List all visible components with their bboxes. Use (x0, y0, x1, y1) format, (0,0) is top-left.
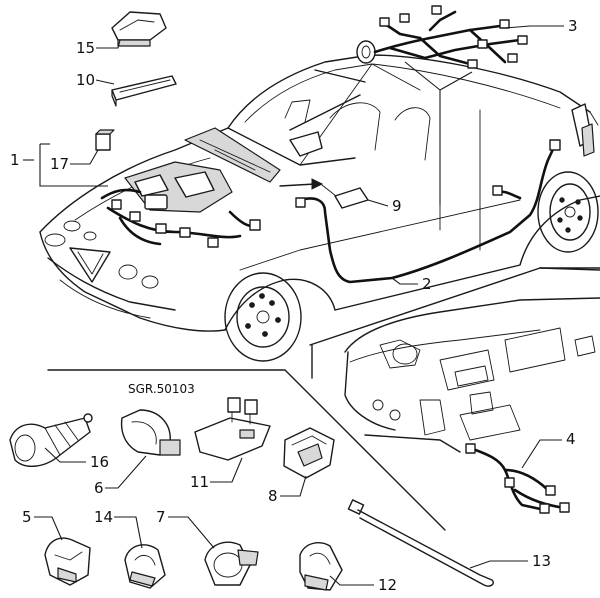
callout-labels: 15 10 17 1 3 9 2 4 16 6 11 8 5 14 7 12 1… (10, 17, 578, 594)
callout-1: 1 (10, 151, 20, 169)
engine-bay-harness (100, 127, 281, 248)
harness-3 (356, 5, 528, 69)
part-10-strip (111, 75, 177, 107)
callout-8: 8 (268, 487, 278, 505)
callout-14: 14 (94, 508, 113, 526)
callout-10: 10 (76, 71, 95, 89)
callout-7: 7 (156, 508, 166, 526)
part-15-bracket (111, 11, 167, 47)
separator-lines (47, 69, 600, 531)
part-11-relay-bracket (194, 397, 271, 461)
cabin-harness (279, 123, 595, 284)
part-16-grommet (9, 413, 93, 467)
part-13-cable-tie (347, 499, 494, 587)
part-6-clip (120, 409, 181, 456)
callout-9: 9 (392, 197, 402, 215)
callout-12: 12 (378, 576, 397, 594)
part-12-clip (299, 542, 343, 591)
callout-5: 5 (22, 508, 32, 526)
callout-6: 6 (94, 479, 104, 497)
callout-15: 15 (76, 39, 95, 57)
part-8-connector (283, 427, 335, 479)
part-5-clip (44, 537, 91, 586)
callout-2: 2 (422, 275, 432, 293)
part-7-clip (204, 541, 259, 586)
callout-17: 17 (50, 155, 69, 173)
part-14-clip (124, 544, 166, 589)
callout-11: 11 (190, 473, 209, 491)
part-17-relay (95, 129, 115, 151)
callout-3: 3 (568, 17, 578, 35)
leader-lines (23, 25, 564, 586)
callout-13: 13 (532, 552, 551, 570)
callout-4: 4 (566, 430, 576, 448)
car-body-outline (39, 54, 600, 362)
reference-code: SGR.50103 (128, 382, 195, 396)
callout-16: 16 (90, 453, 109, 471)
dashboard (309, 267, 600, 514)
